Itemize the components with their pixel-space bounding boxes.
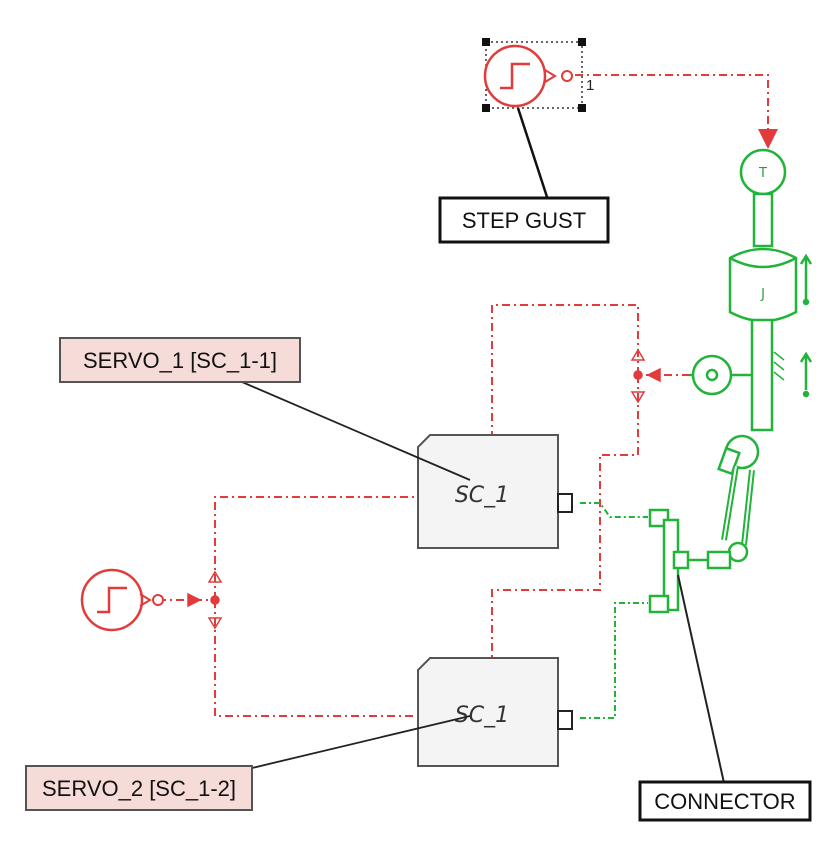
connector-label-box[interactable] — [638, 780, 812, 822]
sc-top-to-connector-line[interactable] — [580, 502, 648, 518]
servo-1-label: SERVO_1 [SC_1-1] — [83, 348, 277, 373]
mechanical-lines — [580, 502, 648, 719]
sc-bottom-block[interactable]: SC_1 — [417, 657, 573, 767]
mass-icon: J — [728, 247, 798, 323]
svg-text:J: J — [760, 287, 765, 302]
sc-top-title: SC_1 — [455, 483, 509, 508]
servo-2-leader — [251, 715, 471, 769]
step-function-icon — [483, 44, 573, 108]
servo-2-label-box[interactable] — [25, 765, 253, 811]
right-junction — [630, 348, 661, 404]
signal-lines — [158, 74, 778, 717]
svg-text:T: T — [758, 166, 767, 181]
connector-label: CONNECTOR — [654, 789, 795, 814]
step-gust-leader — [516, 107, 550, 201]
left-junction — [187, 570, 223, 630]
step-function-icon — [80, 568, 164, 632]
servo-1-leader — [241, 381, 471, 481]
step-gust-label: STEP GUST — [462, 208, 586, 233]
step-source-block[interactable] — [80, 568, 164, 632]
force-sensor-icon: T — [739, 148, 787, 196]
angle-sensor-icon — [690, 354, 752, 396]
sensor-to-sc-top-line[interactable] — [491, 304, 639, 435]
sc-top-block[interactable]: SC_1 — [417, 434, 573, 549]
gust-port-label: 1 — [586, 77, 594, 94]
to-sc-bottom-input-line[interactable] — [214, 600, 418, 717]
mechanical-assembly[interactable]: T J — [648, 148, 813, 614]
to-sc-top-input-line[interactable] — [214, 496, 418, 600]
connector-block[interactable] — [648, 508, 690, 614]
servo-1-label-box[interactable] — [59, 337, 301, 383]
sc-bottom-to-connector-line[interactable] — [580, 602, 648, 719]
sc-bottom-title: SC_1 — [455, 703, 509, 728]
step-gust-block[interactable]: 1 — [482, 38, 594, 112]
sensor-to-sc-bottom-line[interactable] — [491, 375, 639, 658]
spring-icon — [773, 351, 813, 398]
servo-2-label: SERVO_2 [SC_1-2] — [42, 776, 236, 801]
step-gust-label-box[interactable] — [438, 196, 610, 244]
connector-leader — [677, 574, 727, 793]
gust-signal-line[interactable] — [575, 74, 778, 149]
